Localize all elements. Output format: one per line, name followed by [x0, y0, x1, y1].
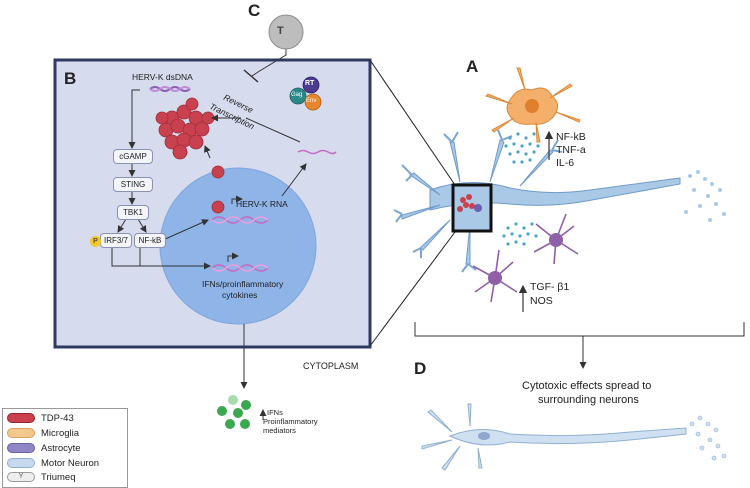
panel-label-a: A — [466, 57, 479, 76]
arrow-dsdna-cgamp — [128, 89, 140, 149]
panel-label-d: D — [414, 359, 427, 378]
label-ifns-line1: IFNs/proinflammatory — [202, 279, 284, 289]
panel-label-c: C — [248, 1, 261, 20]
node-tbk1: TBK1 — [117, 205, 149, 220]
legend-swatch-motor-neuron — [7, 458, 35, 468]
axon-terminals-d — [689, 415, 727, 461]
tdp43-nucleus — [211, 200, 225, 214]
astrocyte-1-body — [549, 233, 563, 247]
legend-item-motor-neuron: Motor Neuron — [7, 457, 99, 469]
node-cgamp: cGAMP — [113, 149, 153, 164]
astrocyte-2 — [472, 249, 518, 303]
transcription-start-1 — [231, 195, 243, 204]
node-irf37: IRF3/7 — [100, 233, 132, 248]
reverse-transcription-line — [245, 117, 301, 143]
astrocyte-2-body — [488, 271, 502, 285]
arrow-nfkb-hervrna — [162, 219, 209, 241]
legend: TDP-43 Microglia Astrocyte Motor Neuron … — [2, 408, 128, 488]
transcription-start-2 — [227, 252, 239, 262]
triumeq-pill — [268, 14, 304, 50]
label-herv-rna: HERV-K RNA — [236, 199, 288, 209]
arrow-tbk1-irf — [117, 218, 127, 233]
legend-label-tdp43: TDP-43 — [41, 412, 74, 424]
rt-protein — [302, 76, 320, 94]
nucleus — [159, 167, 317, 325]
phospho-badge: P — [90, 236, 101, 247]
legend-swatch-triumeq: Y — [7, 472, 35, 482]
cytoplasm-rna — [297, 149, 337, 155]
node-nfkb: NF-kB — [134, 233, 166, 248]
node-sting: STING — [113, 177, 153, 192]
zoom-line-top — [369, 59, 456, 186]
microglia-cytokines — [504, 132, 540, 164]
secreted-mediators: mediators — [263, 426, 296, 435]
arrow-rna-export — [281, 163, 307, 197]
panel-label-b: B — [64, 69, 77, 88]
zoom-tdp43 — [457, 194, 475, 212]
microglia-nucleus — [525, 99, 539, 113]
herv-rna-helix-2 — [211, 216, 269, 224]
legend-swatch-astrocyte — [7, 443, 35, 453]
neuron-caption-line2: surrounding neurons — [538, 394, 639, 406]
secreted-proinflammatory: Proinflammatory — [263, 417, 318, 426]
label-gag: Gag — [291, 92, 303, 98]
legend-label-motor-neuron: Motor Neuron — [41, 457, 100, 469]
gag-protein — [289, 87, 307, 105]
astrocyte-marker-1: TGF- β1 — [530, 281, 570, 293]
legend-swatch-microglia — [7, 428, 35, 438]
arrow-tbk1-nfkb — [137, 218, 147, 233]
axon-terminals-a — [684, 170, 726, 222]
triumeq-symbol: T — [277, 25, 284, 37]
legend-item-microglia: Microglia — [7, 427, 79, 439]
motor-neuron-d — [421, 403, 687, 471]
microglia-marker-3: IL-6 — [556, 157, 575, 169]
motor-neuron-a — [401, 139, 681, 265]
secreted-ifns: IFNs — [267, 408, 283, 417]
dsdna-helix-2 — [149, 86, 191, 92]
legend-item-triumeq: Y Triumeq — [7, 471, 76, 483]
zoom-nucleus — [474, 204, 482, 212]
label-herv-dsdna: HERV-K dsDNA — [132, 72, 193, 82]
tdp43-aggregate — [155, 97, 215, 160]
legend-label-astrocyte: Astrocyte — [41, 442, 81, 454]
ifn-gene-helix-2 — [211, 264, 269, 272]
label-ifns-line2: cytokines — [222, 290, 258, 300]
arrow-tdp-to-cluster — [204, 145, 211, 159]
astrocyte-cytokines — [502, 222, 538, 246]
legend-label-microglia: Microglia — [41, 427, 80, 439]
zoom-line-bottom — [369, 231, 456, 347]
legend-item-astrocyte: Astrocyte — [7, 442, 81, 454]
microglia-marker-2: TNF-a — [556, 144, 586, 156]
arrow-irf-ifn — [111, 248, 211, 270]
inhibition-bar — [243, 69, 259, 83]
label-env: Env — [306, 98, 317, 104]
env-protein — [304, 93, 322, 111]
label-rt: RT — [305, 80, 315, 87]
astrocyte-1 — [533, 213, 579, 265]
astrocyte-marker-2: NOS — [530, 295, 553, 307]
legend-swatch-tdp43 — [7, 413, 35, 423]
neuron-caption-line1: Cytotoxic effects spread to — [522, 380, 652, 392]
bracket — [414, 322, 745, 337]
motor-neuron-a-branches — [393, 129, 563, 273]
legend-label-triumeq: Triumeq — [41, 471, 76, 483]
legend-item-tdp43: TDP-43 — [7, 412, 74, 424]
tdp43-single — [211, 165, 225, 179]
neuron-d-nucleus — [478, 432, 490, 440]
secreted-particles — [217, 395, 251, 429]
microglia — [485, 67, 581, 143]
triumeq-inhibition-line — [251, 48, 287, 77]
microglia-marker-1: NF-kB — [556, 131, 586, 143]
label-cytoplasm: CYTOPLASM — [303, 361, 359, 371]
